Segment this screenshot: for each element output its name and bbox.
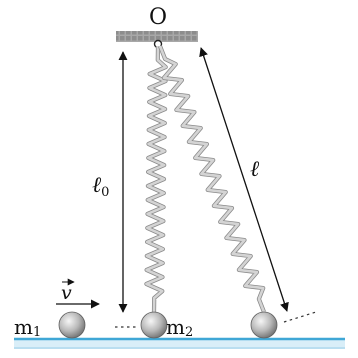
mass1-label: m1 [14, 315, 41, 340]
velocity-label: v [61, 282, 72, 304]
ceiling-support [116, 31, 198, 42]
mass2-label: m2 [166, 315, 193, 340]
ball-m1 [58, 311, 86, 339]
ball-displaced [250, 311, 278, 339]
floor-surface [14, 339, 345, 349]
stretched-length-arrow [199, 47, 289, 312]
slanted-spring [158, 45, 266, 313]
vertical-spring [145, 45, 167, 313]
ball-m2 [140, 311, 168, 339]
rest-length-label: ℓ0 [92, 173, 109, 200]
stretched-length-label: ℓ [250, 157, 260, 182]
pivot-label: O [149, 5, 167, 30]
trajectory-dots-right [283, 311, 317, 323]
